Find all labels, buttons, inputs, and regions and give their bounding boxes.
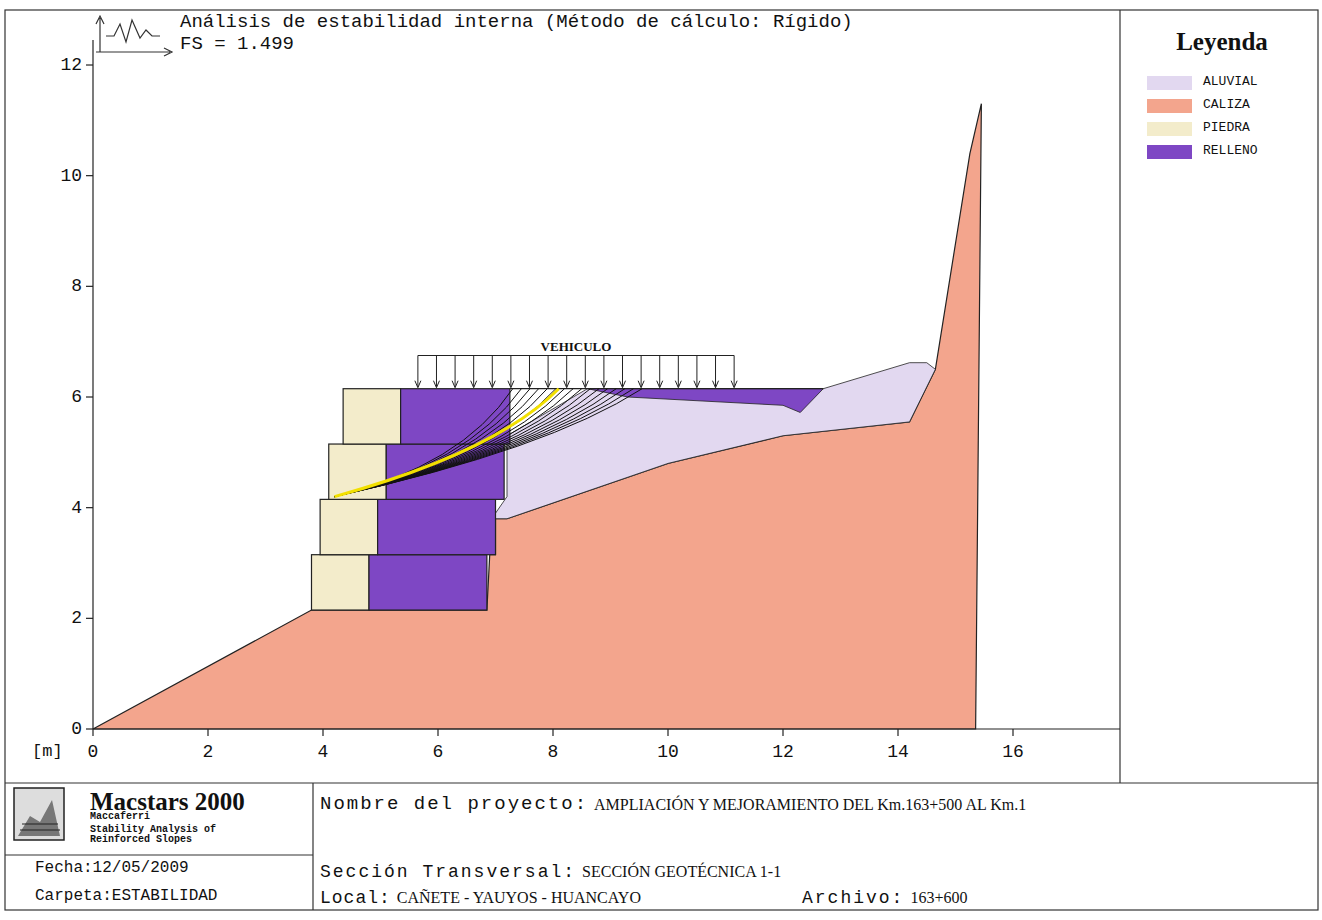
- field-name: Sección Transversal:: [320, 862, 576, 883]
- y-tick-label: 4: [71, 497, 82, 518]
- axis-unit: [m]: [32, 742, 63, 762]
- file-name: 163+600: [910, 889, 967, 907]
- vehicle-load: [415, 356, 737, 388]
- legend-swatch: [1147, 122, 1192, 136]
- location-name: CAÑETE - YAUYOS - HUANCAYO: [397, 889, 641, 907]
- legend-text: CALIZA: [1203, 98, 1250, 113]
- field-name: Local:: [320, 888, 391, 909]
- gabion-fill: [369, 555, 487, 610]
- x-tick-label: 8: [548, 742, 559, 763]
- axes: [86, 40, 1120, 736]
- folder-field: Carpeta:ESTABILIDAD: [35, 887, 217, 905]
- legend-swatch: [1147, 76, 1192, 90]
- slip-surfaces: [335, 389, 643, 497]
- frame: [5, 10, 1318, 910]
- y-tick-label: 10: [60, 165, 82, 186]
- project-name: AMPLIACIÓN Y MEJORAMIENTO DEL Km.163+500…: [594, 796, 1026, 814]
- software-subtitle: Stability Analysis of Reinforced Slopes: [90, 825, 230, 845]
- legend-swatch: [1147, 99, 1192, 113]
- gabion-fill: [378, 499, 496, 554]
- company-name: Maccaferri: [90, 811, 150, 823]
- gabion-stone: [343, 389, 401, 444]
- chart-title: Análisis de estabilidad interna (Método …: [180, 12, 853, 34]
- chart-icon: [96, 16, 172, 56]
- field-name: Archivo:: [802, 888, 904, 909]
- x-tick-label: 0: [88, 742, 99, 763]
- x-tick-label: 6: [433, 742, 444, 763]
- x-tick-label: 14: [887, 742, 909, 763]
- load-label: VEHICULO: [539, 340, 614, 355]
- legend-swatch: [1147, 145, 1192, 159]
- x-tick-label: 10: [657, 742, 679, 763]
- section-name: SECCIÓN GEOTÉCNICA 1-1: [582, 863, 781, 881]
- software-logo: [14, 788, 64, 840]
- x-tick-label: 2: [203, 742, 214, 763]
- legend-text: ALUVIAL: [1203, 75, 1258, 90]
- y-tick-label: 6: [71, 387, 82, 408]
- factor-of-safety: FS = 1.499: [180, 34, 294, 56]
- y-tick-label: 0: [71, 719, 82, 740]
- x-tick-label: 16: [1002, 742, 1024, 763]
- cross-section: [93, 104, 981, 729]
- y-tick-label: 2: [71, 608, 82, 629]
- date-field: Fecha:12/05/2009: [35, 859, 189, 877]
- x-tick-label: 12: [772, 742, 794, 763]
- gabion-stone: [320, 499, 378, 554]
- y-tick-label: 8: [71, 276, 82, 297]
- x-tick-label: 4: [318, 742, 329, 763]
- field-name: Nombre del proyecto:: [320, 794, 588, 816]
- legend-text: PIEDRA: [1203, 121, 1250, 136]
- legend-heading: Leyenda: [1176, 28, 1268, 57]
- gabion-stone: [312, 555, 370, 610]
- legend-text: RELLENO: [1203, 144, 1258, 159]
- limestone: [93, 104, 981, 729]
- y-tick-label: 12: [60, 55, 82, 76]
